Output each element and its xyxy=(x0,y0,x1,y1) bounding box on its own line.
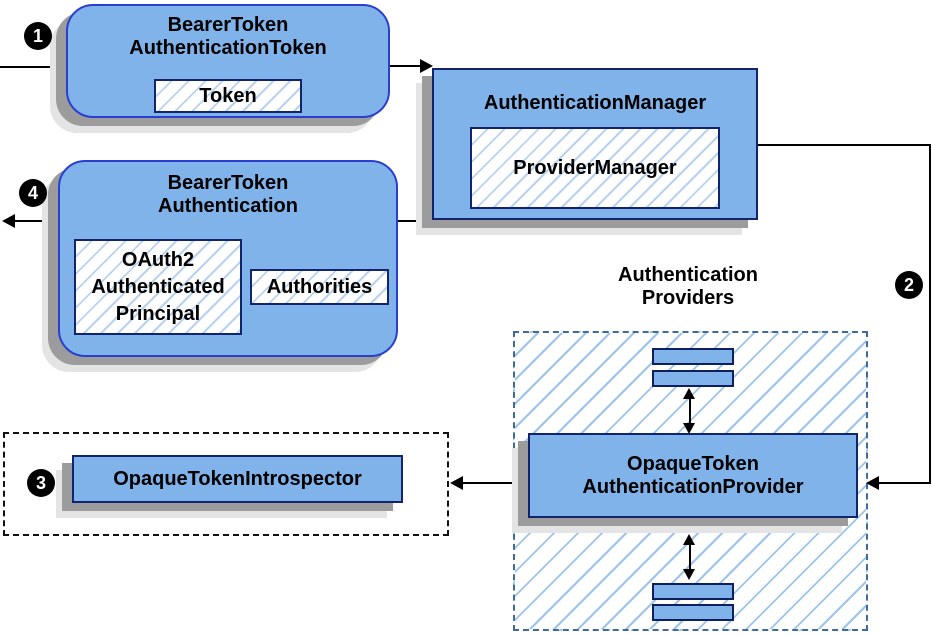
manager-to-authentication-line xyxy=(398,220,434,222)
oauth2-authenticated-principal-inner-box: OAuth2 Authenticated Principal xyxy=(74,239,242,335)
token-inner-box: Token xyxy=(154,79,302,113)
provider-link-line-bottom xyxy=(689,543,691,571)
bearer-token-authentication-token-title: BearerToken AuthenticationToken xyxy=(129,14,327,59)
token-to-manager-line xyxy=(390,65,422,67)
authentication-out-line xyxy=(13,220,58,222)
authorities-inner-box: Authorities xyxy=(250,269,389,305)
manager-to-provider-line-bottom xyxy=(878,482,929,484)
authentication-out-arrowhead-icon xyxy=(2,214,15,228)
introspector-dashed-container xyxy=(3,432,449,536)
step-1-badge: 1 xyxy=(24,22,52,50)
step-2-badge: 2 xyxy=(895,271,923,299)
opaque-token-authentication-provider-box: OpaqueToken AuthenticationProvider xyxy=(528,433,858,518)
provider-link-arrowhead-up-icon xyxy=(683,388,695,399)
step-3-badge: 3 xyxy=(27,469,55,497)
token-to-manager-arrowhead-icon xyxy=(420,59,433,73)
bearer-token-authentication-title: BearerToken Authentication xyxy=(158,172,298,217)
provider-link2-arrowhead-down-icon xyxy=(683,569,695,580)
provider-stack-bar xyxy=(652,348,734,365)
incoming-request-line xyxy=(0,66,67,68)
authentication-manager-title: AuthenticationManager xyxy=(483,92,707,114)
bearer-token-authentication-box: BearerToken Authentication OAuth2 Authen… xyxy=(58,160,398,357)
provider-manager-inner-box: ProviderManager xyxy=(470,127,720,209)
opaque-token-authentication-provider-title: OpaqueToken AuthenticationProvider xyxy=(582,452,804,498)
authentication-manager-box: AuthenticationManager ProviderManager xyxy=(432,68,758,220)
manager-to-provider-arrowhead-icon xyxy=(866,476,879,490)
bearer-token-authentication-token-box: BearerToken AuthenticationToken Token xyxy=(66,4,390,118)
provider-to-introspector-arrowhead-icon xyxy=(450,476,463,490)
provider-link2-arrowhead-up-icon xyxy=(683,534,695,545)
provider-stack-bar xyxy=(652,604,734,621)
provider-stack-bar xyxy=(652,583,734,600)
opaque-token-introspector-box: OpaqueTokenIntrospector xyxy=(72,455,403,503)
step-4-badge: 4 xyxy=(19,179,47,207)
authentication-providers-heading: Authentication Providers xyxy=(618,264,758,309)
manager-to-provider-line-top xyxy=(758,144,931,146)
provider-to-introspector-line xyxy=(462,482,528,484)
provider-link-line-top xyxy=(689,397,691,425)
provider-stack-bar xyxy=(652,370,734,387)
provider-link-arrowhead-down-icon xyxy=(683,423,695,434)
manager-to-provider-line-vertical xyxy=(929,144,931,484)
